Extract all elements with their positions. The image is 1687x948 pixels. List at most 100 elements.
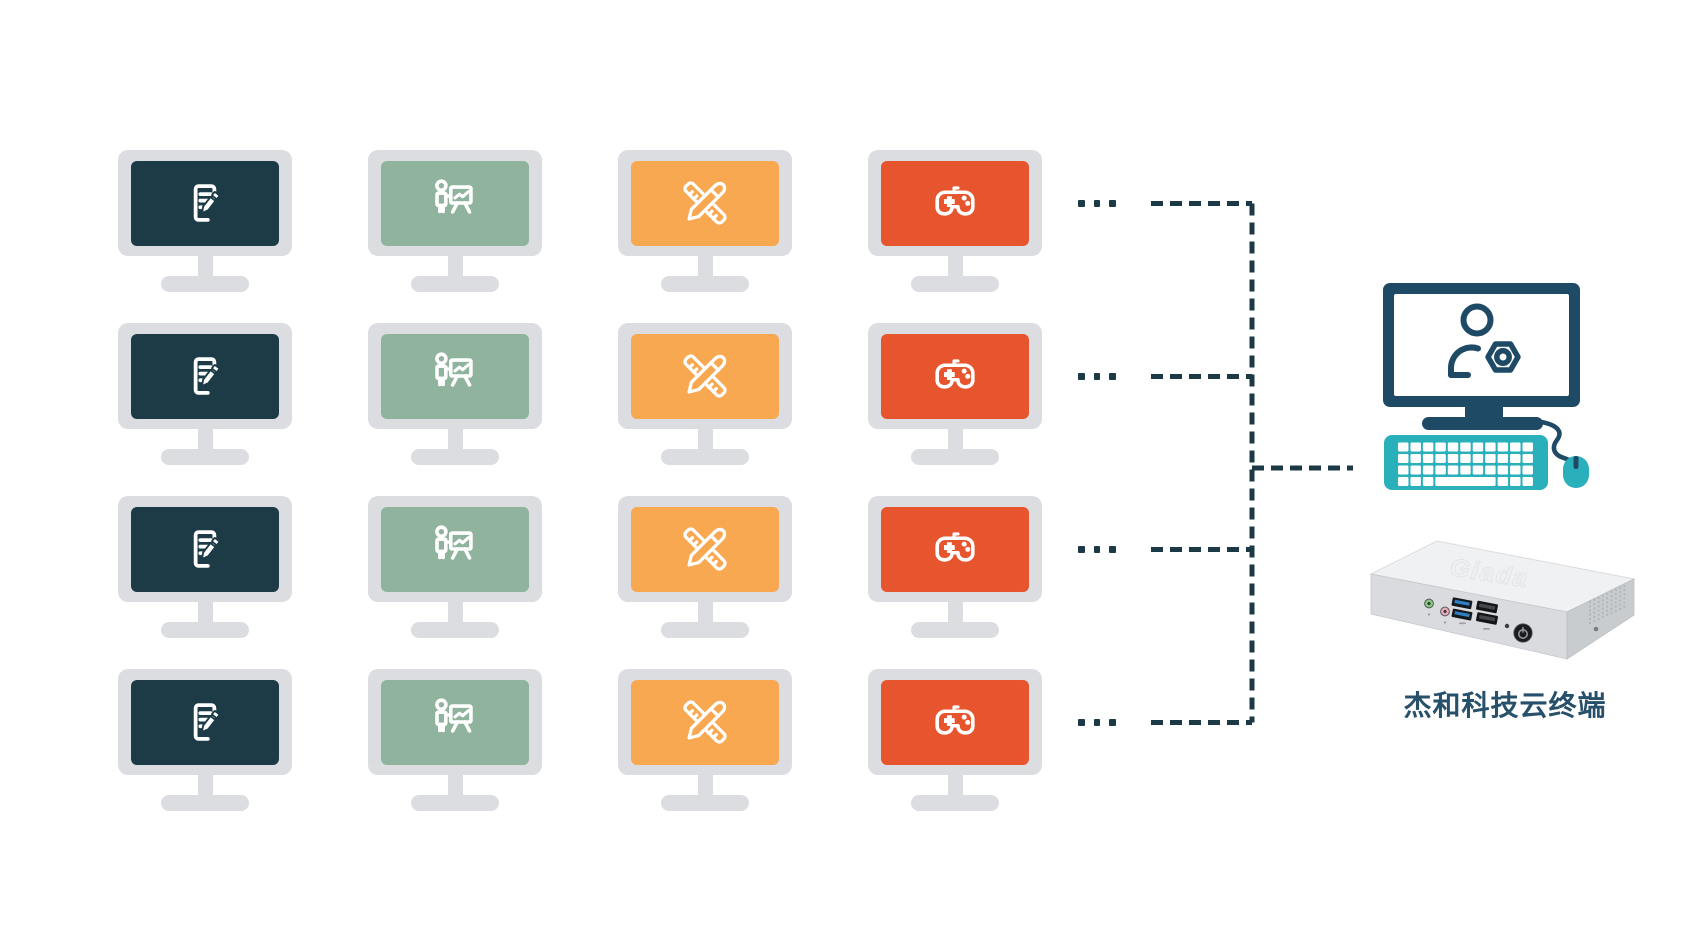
- monitor-documents: [118, 150, 292, 292]
- monitor-presentation: [368, 323, 542, 465]
- monitor-stand-neck: [197, 254, 213, 280]
- client-device-label: 杰和科技云终端: [1403, 690, 1607, 721]
- monitor-screen: [131, 333, 279, 419]
- user-gear-icon: [1447, 303, 1521, 378]
- monitor-bezel: [368, 323, 542, 429]
- monitor-stand-neck: [947, 773, 963, 799]
- monitor-stand-base: [161, 622, 249, 638]
- monitor-stand-neck: [697, 427, 713, 453]
- monitor-stand-base: [661, 276, 749, 292]
- monitor-screen: [381, 160, 529, 246]
- monitor-stand-base: [661, 795, 749, 811]
- monitor-screen: [631, 506, 779, 592]
- audio-jack-ports: [1424, 598, 1450, 624]
- monitor-design: [618, 150, 792, 292]
- monitor-stand-base: [911, 276, 999, 292]
- monitor-stand-base: [911, 795, 999, 811]
- monitor-documents: [118, 669, 292, 811]
- monitor-design: [618, 323, 792, 465]
- monitor-screen: [381, 506, 529, 592]
- presentation-chart-icon: [435, 179, 473, 214]
- monitor-screen: [381, 333, 529, 419]
- monitor-stand-neck: [197, 773, 213, 799]
- monitor-screen: [881, 506, 1029, 592]
- monitor-bezel: [118, 669, 292, 775]
- monitor-stand-base: [411, 449, 499, 465]
- monitor-gaming: [868, 669, 1042, 811]
- ellipsis-dots: [1078, 200, 1116, 207]
- monitor-screen: [881, 679, 1029, 765]
- monitor-documents: [118, 323, 292, 465]
- monitor-stand-base: [161, 276, 249, 292]
- cloud-terminal-client: Giada: [1369, 283, 1636, 660]
- client-mouse: [1563, 456, 1589, 488]
- document-edit-icon: [193, 703, 221, 741]
- monitor-documents: [118, 496, 292, 638]
- monitor-stand-base: [661, 622, 749, 638]
- ruler-pencil-icon: [683, 181, 727, 225]
- monitor-stand-neck: [697, 254, 713, 280]
- gamepad-icon: [935, 532, 975, 562]
- monitor-design: [618, 669, 792, 811]
- monitor-presentation: [368, 150, 542, 292]
- monitor-bezel: [118, 496, 292, 602]
- gamepad-icon: [935, 186, 975, 216]
- monitor-bezel: [368, 669, 542, 775]
- monitor-screen: [631, 333, 779, 419]
- monitor-gaming: [868, 496, 1042, 638]
- document-edit-icon: [193, 357, 221, 395]
- mini-pc: Giada: [1369, 540, 1636, 660]
- monitor-stand-neck: [447, 773, 463, 799]
- ellipsis-dots: [1078, 546, 1116, 553]
- side-hole: [1593, 626, 1599, 632]
- monitor-stand-base: [161, 449, 249, 465]
- client-monitor: [1383, 283, 1580, 430]
- monitor-stand-neck: [947, 600, 963, 626]
- ruler-pencil-icon: [683, 527, 727, 571]
- monitor-stand-neck: [447, 254, 463, 280]
- gamepad-icon: [935, 359, 975, 389]
- monitor-stand-neck: [697, 773, 713, 799]
- monitor-bezel: [868, 496, 1042, 602]
- monitor-presentation: [368, 496, 542, 638]
- monitor-bezel: [868, 323, 1042, 429]
- monitor-presentation: [368, 669, 542, 811]
- monitor-stand-neck: [447, 427, 463, 453]
- ellipsis-dots: [1078, 373, 1116, 380]
- monitor-screen: [131, 160, 279, 246]
- ruler-pencil-icon: [683, 700, 727, 744]
- document-edit-icon: [193, 530, 221, 568]
- monitor-screen: [131, 679, 279, 765]
- monitor-bezel: [868, 669, 1042, 775]
- monitor-bezel: [368, 150, 542, 256]
- monitor-stand-base: [411, 795, 499, 811]
- monitor-bezel: [118, 150, 292, 256]
- monitor-stand-base: [161, 795, 249, 811]
- monitor-stand-base: [661, 449, 749, 465]
- monitor-stand-base: [911, 622, 999, 638]
- power-button: [1513, 623, 1533, 643]
- monitor-bezel: [118, 323, 292, 429]
- usb-ports: [1451, 597, 1498, 630]
- vent-grille: [1588, 584, 1626, 625]
- ruler-pencil-icon: [683, 354, 727, 398]
- monitor-stand-neck: [197, 600, 213, 626]
- monitor-bezel: [618, 496, 792, 602]
- monitor-design: [618, 496, 792, 638]
- monitor-bezel: [368, 496, 542, 602]
- presentation-chart-icon: [435, 352, 473, 387]
- monitor-screen: [631, 679, 779, 765]
- monitor-stand-neck: [697, 600, 713, 626]
- monitor-bezel: [618, 150, 792, 256]
- monitor-stand-neck: [197, 427, 213, 453]
- monitor-screen: [631, 160, 779, 246]
- monitor-stand-base: [411, 622, 499, 638]
- monitor-stand-base: [911, 449, 999, 465]
- monitor-screen: [881, 160, 1029, 246]
- monitor-bezel: [618, 323, 792, 429]
- monitor-gaming: [868, 150, 1042, 292]
- presentation-chart-icon: [435, 525, 473, 560]
- monitor-bezel: [868, 150, 1042, 256]
- ellipsis-dots: [1078, 719, 1116, 726]
